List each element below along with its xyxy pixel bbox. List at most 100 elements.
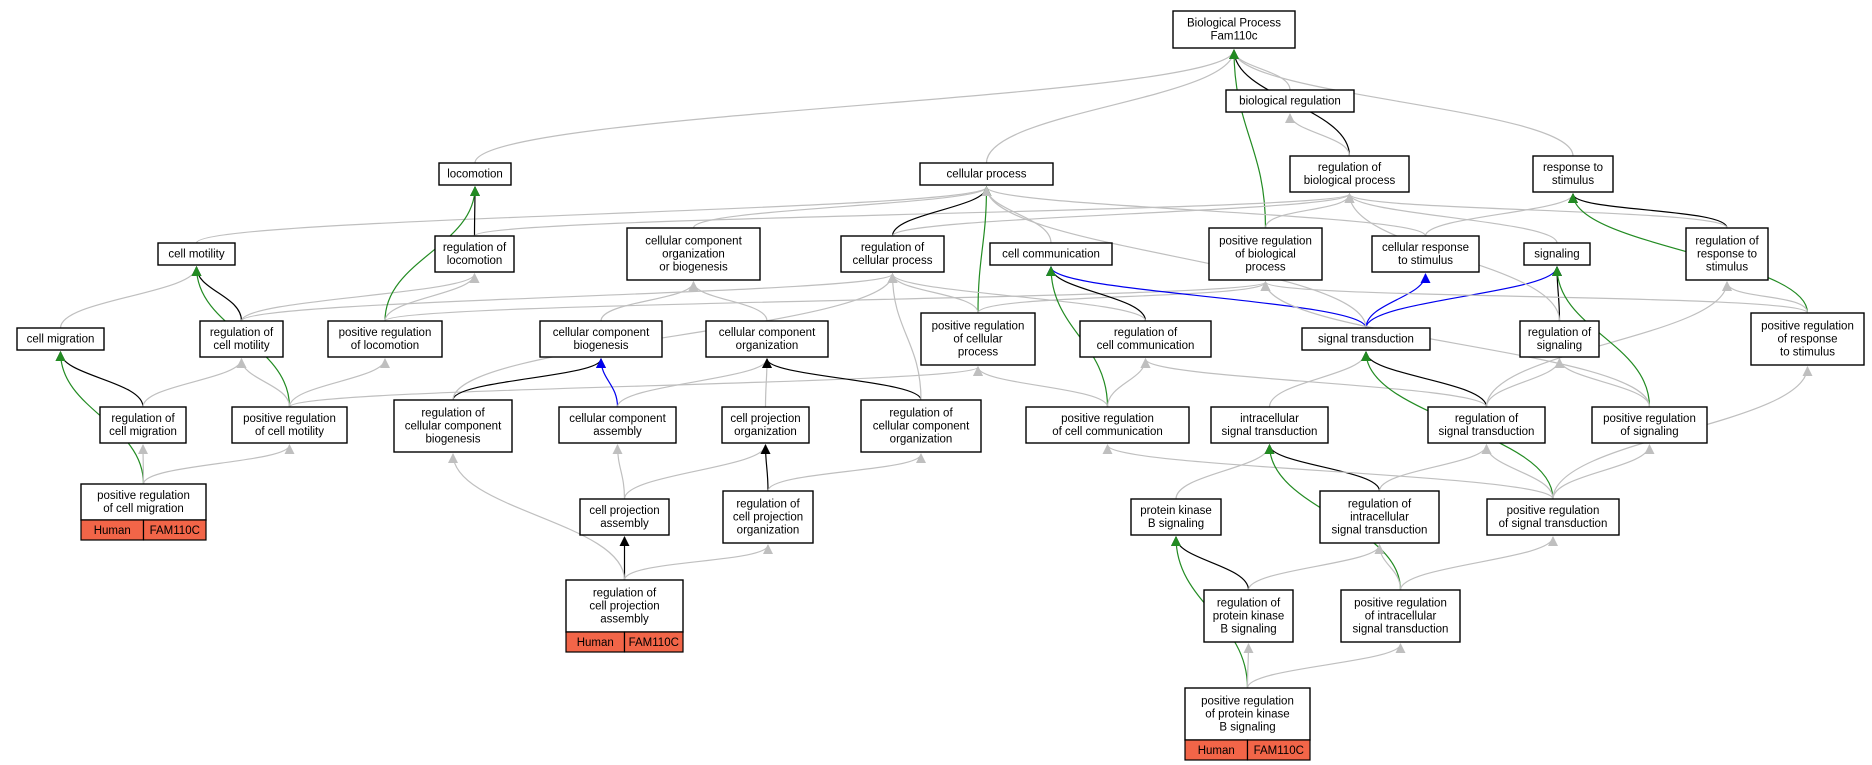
- go-term-label: cell motility: [213, 340, 269, 352]
- go-term-box: [1340, 589, 1461, 643]
- go-term-box: [539, 320, 663, 358]
- edge-posregsigtrans-is_a-posregsig: [1552, 444, 1655, 500]
- go-term-label: signal transduction: [1353, 624, 1449, 636]
- go-term-box: [721, 406, 810, 444]
- edge-ccorg-is_a-ccob: [688, 281, 768, 322]
- go-term-node[interactable]: cell motility: [157, 242, 236, 266]
- go-term-box: [16, 327, 105, 351]
- edge-posregsig-positively_regulates-signaling: [1552, 266, 1651, 408]
- go-term-label: regulation of: [1217, 598, 1281, 610]
- go-term-node[interactable]: biological regulation: [1225, 89, 1355, 113]
- edge-posregbio-positively_regulates-bp: [1229, 49, 1267, 229]
- go-term-node[interactable]: cell migration: [16, 327, 105, 351]
- edge-posregcell-is_a-regcell: [887, 273, 979, 314]
- edge-response-is_a-bp: [1229, 49, 1574, 157]
- edge-regmig-regulates-migration: [55, 351, 144, 408]
- go-term-box: [1371, 235, 1480, 273]
- go-term-box: [579, 498, 670, 536]
- go-term-label: assembly: [593, 426, 642, 438]
- go-term-box: [199, 320, 284, 358]
- edge-regpkb-regulates-pkb: [1171, 536, 1250, 591]
- edge-posregcomm-is_a-posregcell: [973, 366, 1109, 408]
- go-term-box: [1523, 242, 1591, 266]
- go-term-node[interactable]: signaling: [1523, 242, 1591, 266]
- go-term-label: stimulus: [1552, 175, 1594, 187]
- go-term-label: positive regulation: [243, 413, 336, 425]
- edge-posregcell-positively_regulates-cellproc: [977, 186, 992, 314]
- go-term-box: [1184, 687, 1311, 741]
- edge-regsigtrans-regulates-sigtrans: [1361, 351, 1488, 408]
- go-term-node[interactable]: cellular process: [919, 162, 1054, 186]
- go-term-label: locomotion: [447, 255, 503, 267]
- go-term-label: regulation of: [1455, 413, 1519, 425]
- go-term-label: of cell motility: [255, 426, 324, 438]
- go-term-label: cellular component: [719, 327, 816, 339]
- go-term-label: cellular process: [853, 255, 933, 267]
- go-term-box: [920, 312, 1036, 366]
- go-term-label: intracellular: [1240, 413, 1299, 425]
- go-term-node[interactable]: locomotion: [438, 162, 512, 186]
- edge-layer: [55, 49, 1813, 689]
- go-term-label: cellular component: [569, 413, 666, 425]
- edge-posregmot-is_a-posregcell: [288, 366, 983, 408]
- go-term-label: protein kinase: [1213, 611, 1285, 623]
- go-term-label: cell migration: [109, 426, 177, 438]
- go-term-node[interactable]: cell communication: [989, 242, 1113, 266]
- go-term-label: Biological Process: [1187, 18, 1281, 30]
- go-term-label: of cell migration: [103, 503, 184, 515]
- go-term-label: regulation of: [1695, 236, 1759, 248]
- go-term-label: intracellular: [1350, 512, 1409, 524]
- edge-ccassembly-is_a-ccorg: [616, 358, 772, 408]
- edge-posregloc-positively_regulates-locomotion: [384, 186, 480, 322]
- edge-cellresp-is_a-cellproc: [981, 186, 1427, 237]
- edge-regmig-is_a-regmot: [142, 358, 247, 408]
- go-term-label: assembly: [600, 614, 649, 626]
- edge-sigtrans-part_of-cellresp: [1365, 273, 1431, 329]
- go-term-label: cell projection: [733, 512, 803, 524]
- go-term-box: [1079, 320, 1212, 358]
- go-term-box: [1519, 320, 1600, 358]
- edge-sigtrans-is_a-cellproc: [981, 186, 1367, 329]
- go-term-node[interactable]: signal transduction: [1301, 327, 1431, 351]
- go-term-label: of protein kinase: [1205, 709, 1289, 721]
- go-term-label: positive regulation: [97, 490, 190, 502]
